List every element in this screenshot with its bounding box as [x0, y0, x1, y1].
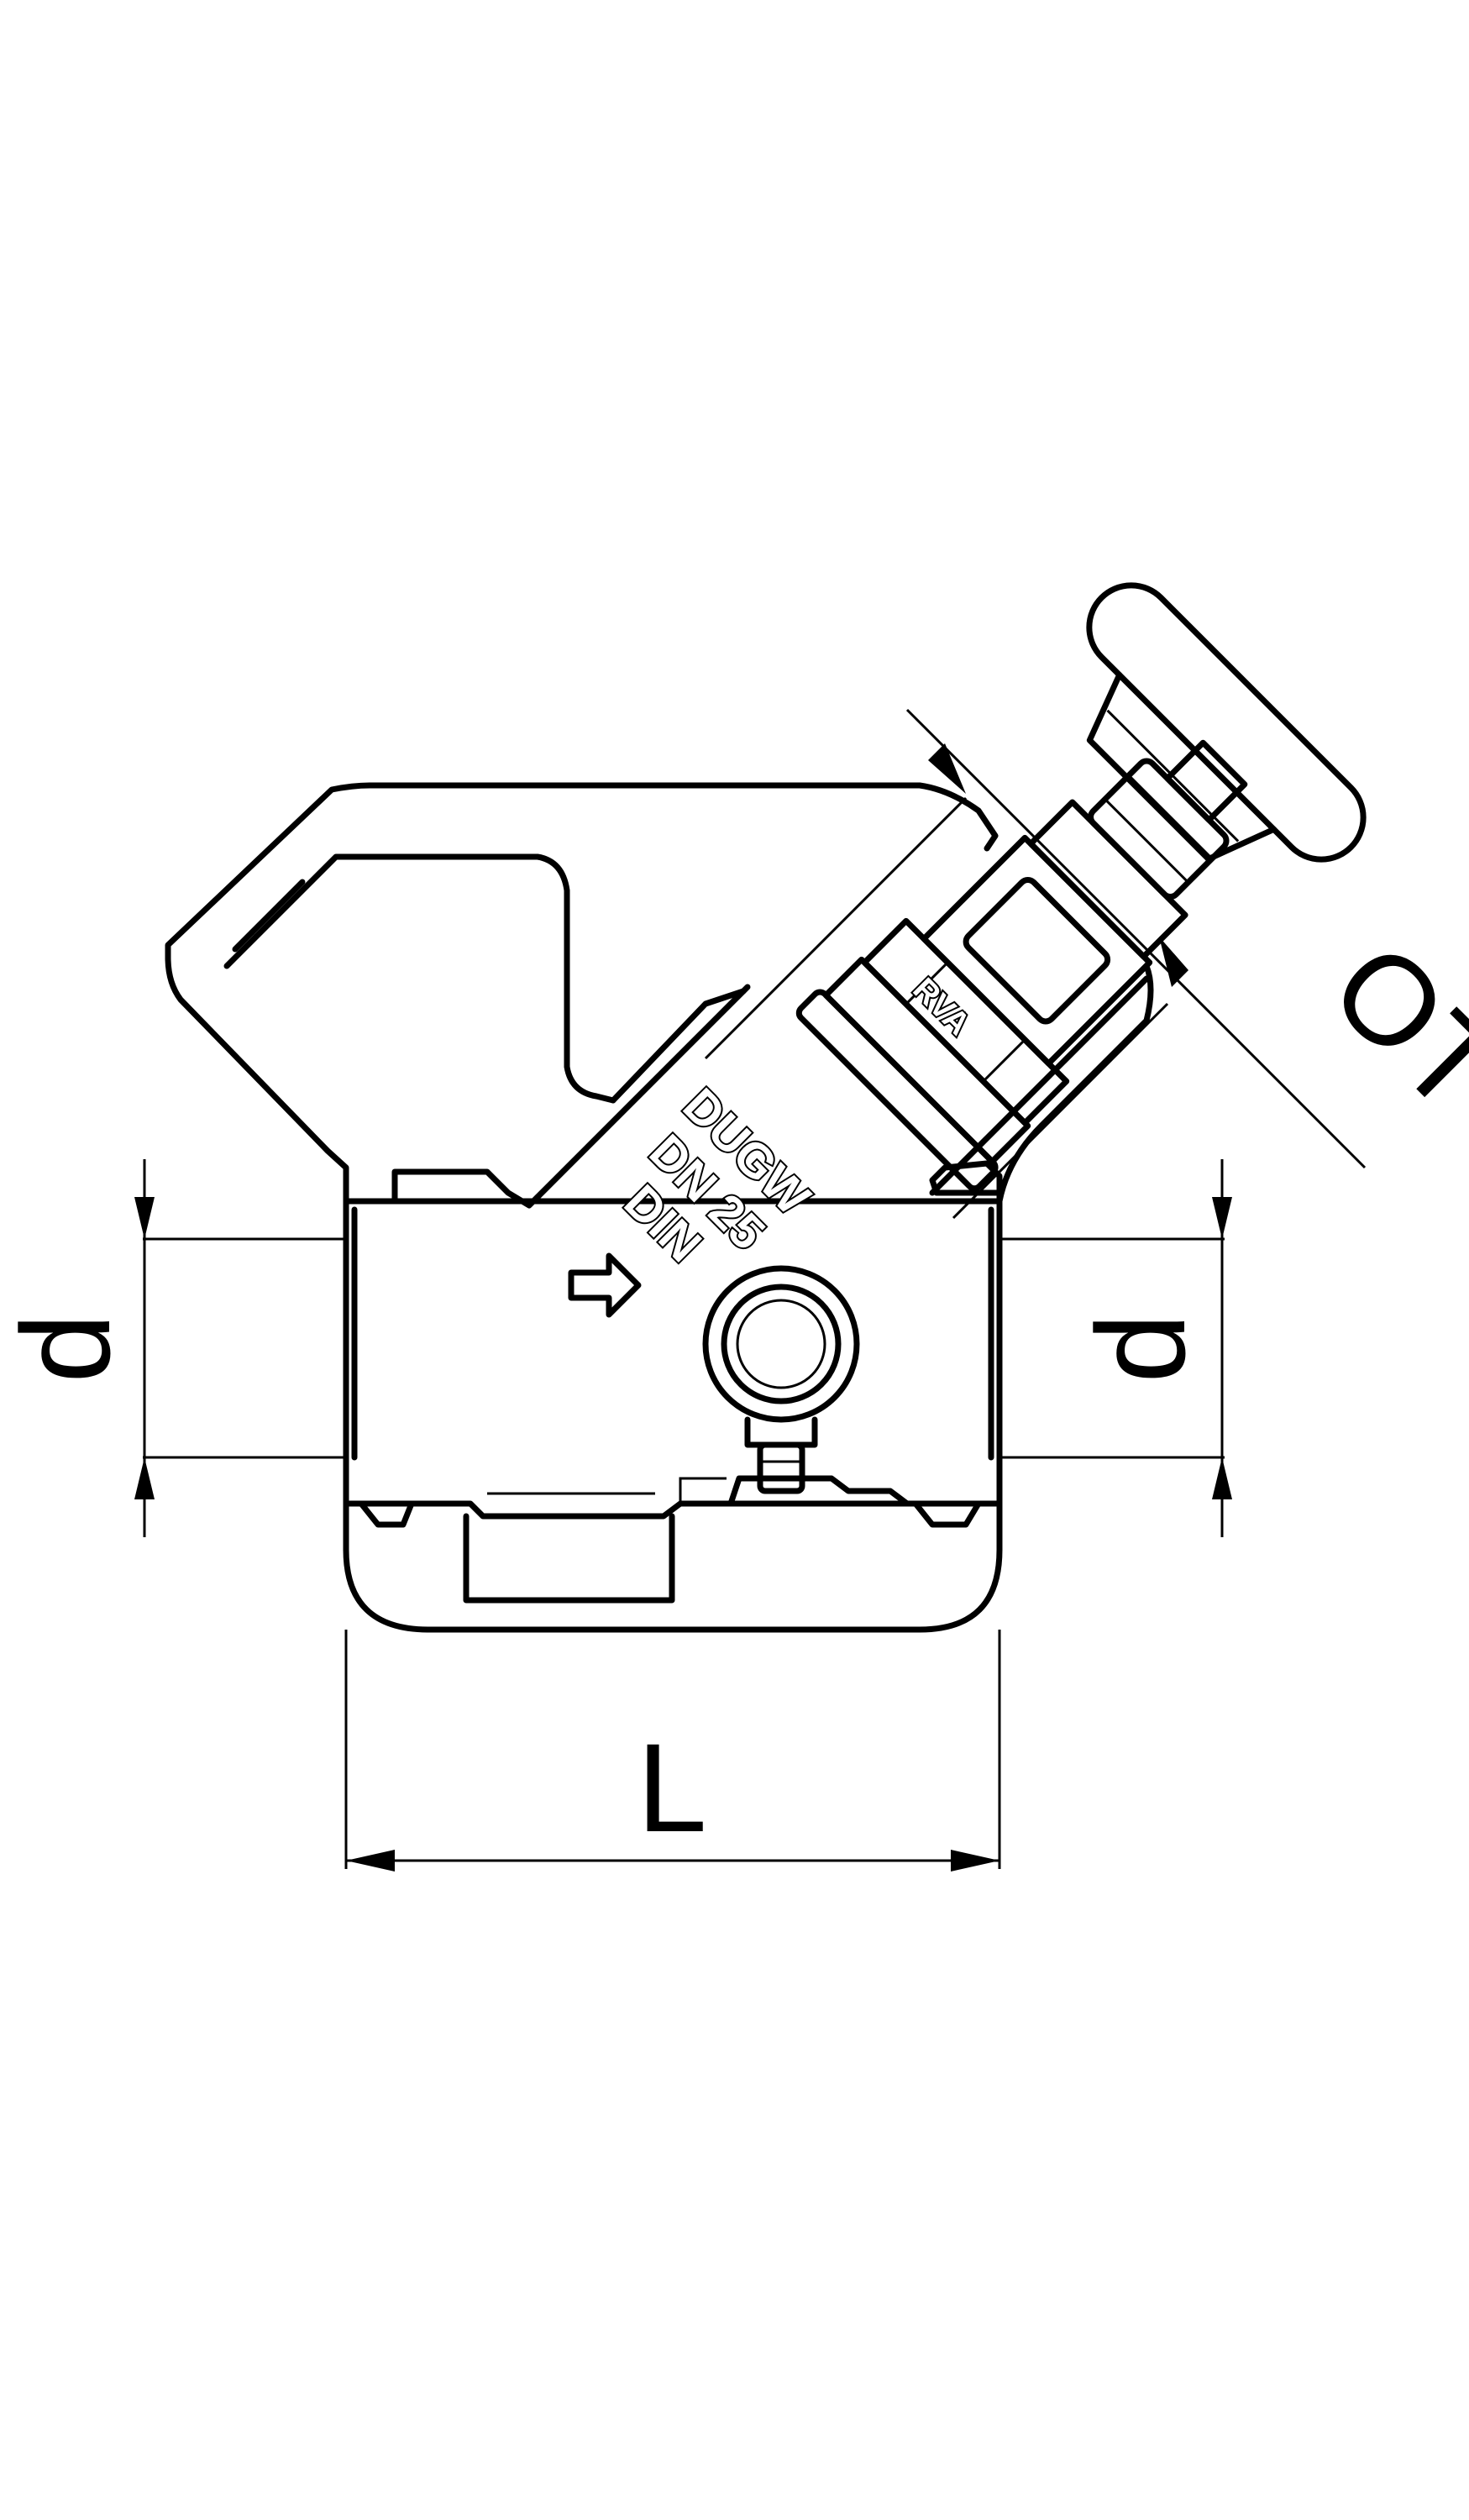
valve-bonnet: [795, 739, 1248, 1192]
valve-upper-frame: [165, 782, 1154, 1209]
body-marking: DUGW DN 25 DIN: [568, 1076, 822, 1318]
dimension-label-right-d: d: [1070, 1313, 1211, 1383]
handwheel: [1086, 582, 1367, 863]
flow-arrow-icon: [568, 1252, 642, 1318]
drain-port: [702, 1265, 860, 1494]
dimension-label-length: L: [637, 1717, 706, 1858]
valve-body: [343, 1198, 1003, 1633]
dimension-label-left-d: d: [0, 1313, 136, 1383]
dimension-label-handwheel-size: OT: [1305, 916, 1469, 1139]
dimension-length: L: [344, 1630, 1001, 1872]
dimension-left-d: d: [0, 1159, 346, 1537]
dimension-right-d: d: [999, 1159, 1232, 1537]
